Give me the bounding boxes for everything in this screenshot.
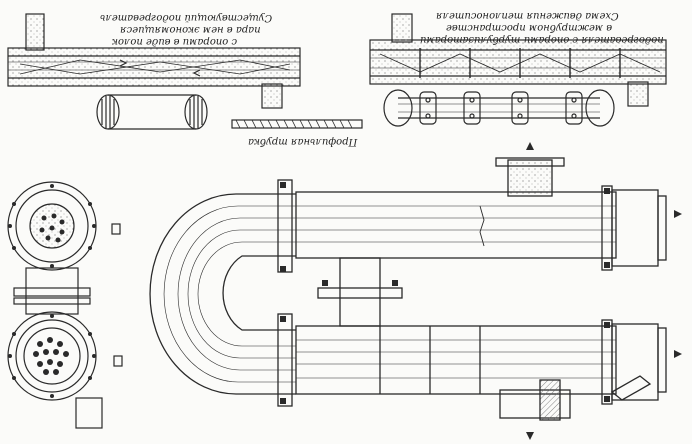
flange-bolts (280, 182, 610, 404)
u-tube-exchanger (149, 157, 667, 421)
flow-scheme-section (369, 13, 667, 107)
end-view-bolts (8, 184, 96, 398)
flow-arrows (526, 142, 682, 440)
end-view-tube-holes (33, 213, 69, 375)
profile-tube-sketch (231, 119, 363, 129)
end-view (7, 181, 123, 429)
existing-heater-section (7, 13, 301, 109)
segment-support-bundle (96, 94, 208, 130)
turbulizer-support-bundle (383, 89, 615, 127)
